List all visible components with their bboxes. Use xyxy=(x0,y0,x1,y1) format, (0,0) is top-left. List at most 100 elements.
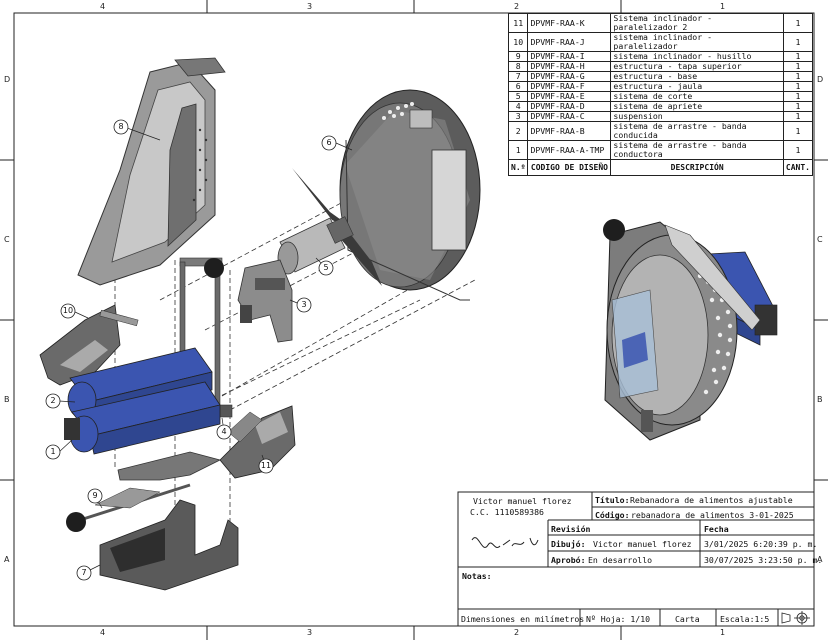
codigo-value: rebanadora de alimentos 3-01-2025 xyxy=(631,510,794,520)
bom-cell-quantity: 1 xyxy=(782,71,814,82)
bom-cell-description: sistema inclinador - husillo xyxy=(610,51,784,62)
author-id: C.C. 1110589386 xyxy=(470,507,544,517)
projection-symbol-icon xyxy=(781,611,810,625)
bom-cell-code: DPVMF-RAA-E xyxy=(527,91,612,102)
bom-cell-number: 7 xyxy=(507,71,529,82)
part-5-motor xyxy=(277,216,354,275)
bom-cell-code: DPVMF-RAA-F xyxy=(527,81,612,92)
part-6-cage xyxy=(339,89,481,301)
bom-cell-quantity: 1 xyxy=(782,101,814,112)
bom-cell-code: DPVMF-RAA-J xyxy=(527,32,612,52)
revision-label: Revisión xyxy=(551,524,591,534)
bom-cell-number: 6 xyxy=(507,81,529,92)
part-3-suspension xyxy=(237,259,293,343)
bom-cell-description: sistema inclinador - paralelizador xyxy=(610,32,784,52)
part-1-drive-belt xyxy=(64,381,221,455)
ruler-bottom-4: 4 xyxy=(100,628,106,637)
ruler-top-2: 2 xyxy=(514,2,520,11)
callout-11: 11 xyxy=(260,461,272,470)
signature-image xyxy=(471,537,539,548)
paper-format: Carta xyxy=(675,614,700,624)
bom-cell-number: 5 xyxy=(507,91,529,102)
callout-10: 10 xyxy=(62,306,74,315)
bom-cell-code: DPVMF-RAA-G xyxy=(527,71,612,82)
ruler-left-B: B xyxy=(4,395,10,404)
bom-cell-number: 3 xyxy=(507,111,529,122)
ruler-bottom-3: 3 xyxy=(307,628,313,637)
notas-label: Notas: xyxy=(462,571,492,581)
aprobo-label: Aprobó: xyxy=(551,555,586,565)
bom-cell-description: estructura - tapa superior xyxy=(610,61,784,72)
bom-cell-quantity: 1 xyxy=(782,32,814,52)
part-7-base xyxy=(99,499,239,591)
callout-circles xyxy=(45,119,337,581)
dimensions-note: Dimensiones en milímetros xyxy=(461,614,585,624)
bom-cell-code: DPVMF-RAA-C xyxy=(527,111,612,122)
bom-cell-quantity: 1 xyxy=(782,140,814,160)
callout-7: 7 xyxy=(81,568,87,577)
callout-8: 8 xyxy=(118,122,124,131)
bom-cell-quantity: 1 xyxy=(782,13,814,33)
titulo-label: Título: xyxy=(595,495,630,505)
bom-cell-description: Sistema inclinador - paralelizador 2 xyxy=(610,13,784,33)
ruler-right-C: C xyxy=(817,235,823,244)
ruler-top-3: 3 xyxy=(307,2,313,11)
bom-cell-quantity: 1 xyxy=(782,51,814,62)
ruler-right-A: A xyxy=(817,555,823,564)
codigo-label: Código: xyxy=(595,510,630,520)
sheet-number: Nº Hoja: 1/10 xyxy=(586,614,651,624)
fecha-label: Fecha xyxy=(704,524,729,534)
assembled-view xyxy=(603,219,778,441)
bom-cell-number: 9 xyxy=(507,51,529,62)
author-name: Victor manuel florez xyxy=(473,496,572,506)
bom-cell-description: estructura - base xyxy=(610,71,784,82)
callout-5: 5 xyxy=(323,263,329,272)
title-block-grid xyxy=(457,491,815,627)
bom-cell-description: sistema de arrastre - banda conductora xyxy=(610,140,784,160)
bom-cell-number: 2 xyxy=(507,121,529,141)
bom-cell-description: sistema de apriete xyxy=(610,101,784,112)
bom-cell-number: 1 xyxy=(507,140,529,160)
ruler-left-A: A xyxy=(4,555,10,564)
callout-2: 2 xyxy=(50,396,56,405)
dibujo-date: 3/01/2025 6:20:39 p. m. xyxy=(704,539,818,549)
bom-cell-number: 11 xyxy=(507,13,529,33)
bom-header-description: DESCRIPCIÓN xyxy=(610,159,784,176)
bom-cell-number: 4 xyxy=(507,101,529,112)
bom-cell-description: sistema de arrastre - banda conducida xyxy=(610,121,784,141)
dibujo-label: Dibujó: xyxy=(551,539,586,549)
bom-cell-quantity: 1 xyxy=(782,81,814,92)
callout-3: 3 xyxy=(301,300,307,309)
bom-cell-description: sistema de corte xyxy=(610,91,784,102)
part-10-parallelizer xyxy=(39,304,139,386)
bom-cell-code: DPVMF-RAA-I xyxy=(527,51,612,62)
ruler-right-D: D xyxy=(817,75,824,84)
bom-cell-code: DPVMF-RAA-H xyxy=(527,61,612,72)
bom-cell-code: DPVMF-RAA-D xyxy=(527,101,612,112)
bom-header-code: CODIGO DE DISEÑO xyxy=(527,159,612,176)
bom-header-number: N.º xyxy=(507,159,529,176)
ruler-right-B: B xyxy=(817,395,823,404)
bom-header-quantity: CANT. xyxy=(782,159,814,176)
bom-cell-code: DPVMF-RAA-A-TMP xyxy=(527,140,612,160)
bom-cell-quantity: 1 xyxy=(782,121,814,141)
bom-cell-code: DPVMF-RAA-B xyxy=(527,121,612,141)
bom-cell-quantity: 1 xyxy=(782,61,814,72)
ruler-left-C: C xyxy=(4,235,10,244)
callout-4: 4 xyxy=(221,427,227,436)
aprobo-value: En desarrollo xyxy=(588,555,653,565)
ruler-bottom-1: 1 xyxy=(720,628,726,637)
bom-cell-quantity: 1 xyxy=(782,91,814,102)
